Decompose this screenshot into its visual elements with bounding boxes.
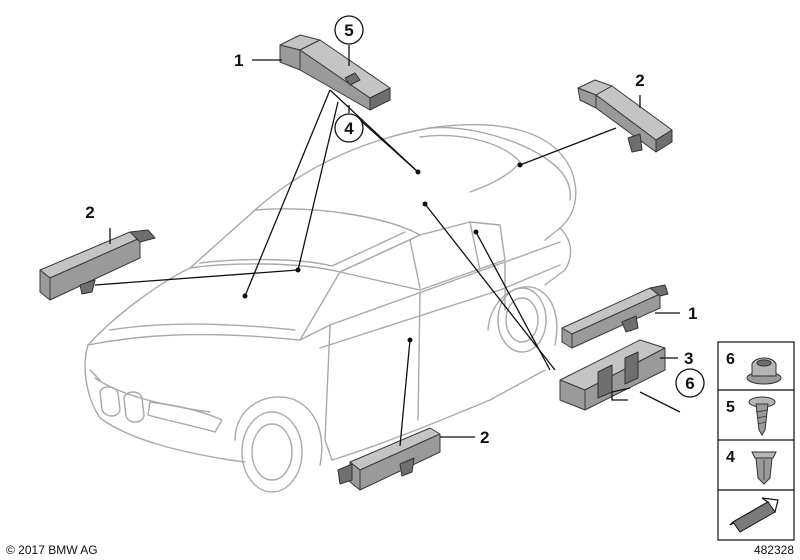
- arrow-icon: [729, 497, 779, 533]
- legend-number-5: 5: [726, 399, 735, 416]
- callout-5-top: 5: [334, 15, 364, 45]
- legend-item-4: 4: [726, 449, 777, 485]
- callout-3-bracket: 3: [684, 349, 693, 368]
- legend-item-6: 6: [726, 351, 782, 385]
- callout-2-rear-right: 2: [635, 71, 644, 90]
- nut-icon: [746, 357, 782, 385]
- door-antenna-part: [337, 427, 441, 491]
- leader-lines: [94, 45, 681, 447]
- antenna-bracket-part: [559, 339, 666, 411]
- callout-1-top: 1: [234, 51, 243, 70]
- callout-4-top: 4: [334, 113, 364, 143]
- left-antenna-part: [39, 229, 156, 301]
- copyright-text: © 2017 BMW AG: [6, 543, 98, 557]
- callout-6-bracket: 6: [675, 368, 705, 398]
- rear-window-antenna-part: [561, 284, 669, 349]
- legend-number-4: 4: [726, 449, 735, 466]
- legend-item-5: 5: [726, 396, 776, 436]
- callout-1-right: 1: [688, 304, 697, 323]
- callout-6-bracket-label: 6: [685, 374, 694, 393]
- roof-antenna-part: [279, 34, 391, 111]
- car-outline: [84, 123, 577, 493]
- parts-legend: 6 5 4: [717, 341, 795, 541]
- callout-2-left: 2: [85, 203, 94, 222]
- clip-icon: [751, 451, 777, 485]
- rear-antenna-part: [577, 79, 673, 153]
- callout-4-top-label: 4: [344, 119, 354, 138]
- callout-5-top-label: 5: [344, 21, 353, 40]
- diagram-number: 482328: [754, 543, 794, 557]
- callout-2-bottom: 2: [480, 428, 489, 447]
- legend-number-6: 6: [726, 351, 735, 368]
- screw-icon: [748, 396, 776, 436]
